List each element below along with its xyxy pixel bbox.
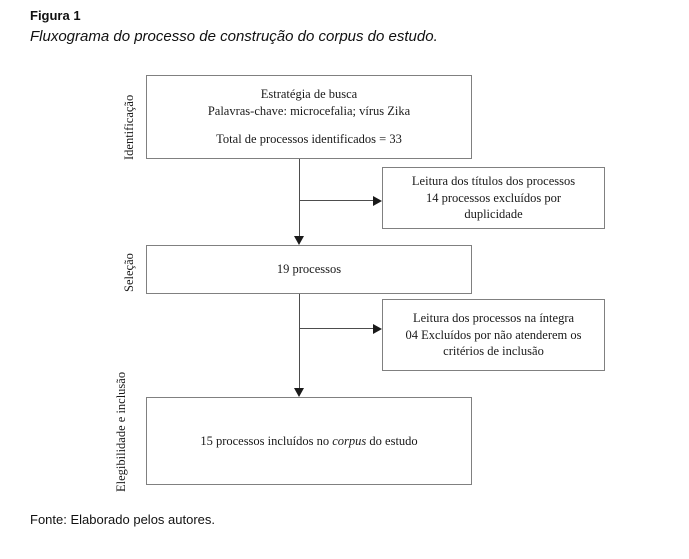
exclusion-criteria-line-2: 04 Excluídos por não atenderem os <box>405 327 582 342</box>
stage-label-selecao: Seleção <box>122 253 136 292</box>
inclusion-suffix: do estudo <box>366 433 418 448</box>
identification-line-1: Estratégia de busca <box>260 86 358 101</box>
identification-total-count: Total de processos identificados = 33 <box>216 132 402 147</box>
exclusion-criteria-line-1: Leitura dos processos na íntegra <box>412 310 575 325</box>
identification-line-2: Palavras-chave: microcefalia; vírus Zika <box>207 103 411 118</box>
figure-caption: Fluxograma do processo de construção do … <box>30 28 438 45</box>
connector-selection-to-inclusion <box>299 294 300 388</box>
exclusion-duplicates-line-2: 14 processos excluídos por <box>425 190 562 205</box>
inclusion-emphasis-corpus: corpus <box>332 433 367 448</box>
arrow-down-icon-inclusion <box>294 388 304 397</box>
inclusion-prefix: 15 processos incluídos no <box>200 433 333 448</box>
connector-branch-duplicates <box>299 200 373 201</box>
flowchart-box-exclusion-duplicates: Leitura dos títulos dos processos 14 pro… <box>382 167 605 229</box>
flowchart-box-exclusion-criteria: Leitura dos processos na íntegra 04 Excl… <box>382 299 605 371</box>
figure-label: Figura 1 <box>30 8 81 23</box>
flowchart-box-identification: Estratégia de busca Palavras-chave: micr… <box>146 75 472 159</box>
exclusion-duplicates-line-3: duplicidade <box>464 207 523 222</box>
arrow-right-icon-criteria <box>373 324 382 334</box>
exclusion-criteria-line-3: critérios de inclusão <box>443 344 544 359</box>
source-note: Fonte: Elaborado pelos autores. <box>30 512 216 527</box>
stage-label-elegibilidade-e-inclusao: Elegibilidade e inclusão <box>114 371 128 492</box>
selection-count: 19 processos <box>276 262 342 277</box>
stage-label-identificacao: Identificação <box>122 94 136 160</box>
arrow-right-icon-duplicates <box>373 196 382 206</box>
inclusion-statement: 15 processos incluídos no corpus do estu… <box>200 433 417 450</box>
exclusion-duplicates-line-1: Leitura dos títulos dos processos <box>411 173 576 188</box>
connector-identification-to-selection <box>299 159 300 236</box>
flowchart-box-selection: 19 processos <box>146 245 472 294</box>
flowchart-box-inclusion: 15 processos incluídos no corpus do estu… <box>146 397 472 485</box>
connector-branch-criteria <box>299 328 373 329</box>
arrow-down-icon-selection <box>294 236 304 245</box>
